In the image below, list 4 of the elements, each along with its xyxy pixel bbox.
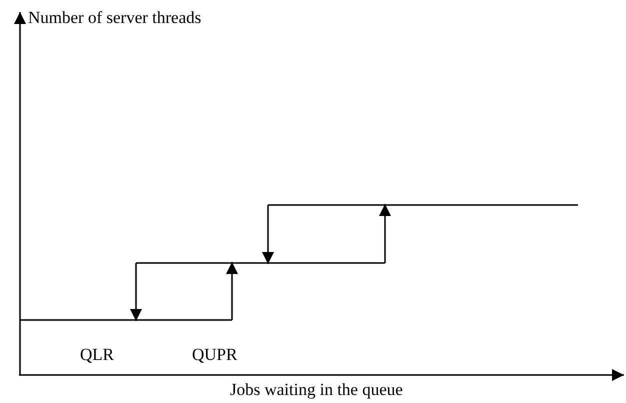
axis-title: Number of server threads: [28, 8, 202, 28]
threshold-label: QLR: [80, 345, 114, 365]
threshold-label: QUPR: [192, 345, 238, 365]
axis-title: Jobs waiting in the queue: [230, 380, 403, 400]
